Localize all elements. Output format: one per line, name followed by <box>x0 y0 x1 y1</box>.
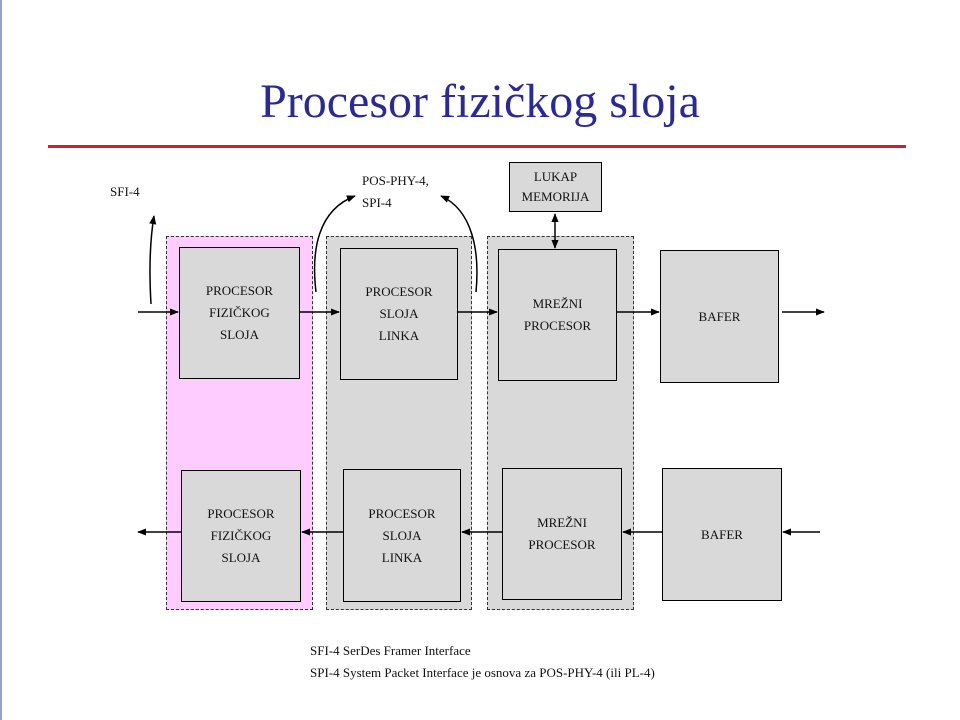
block-line: PROCESOR <box>205 283 274 298</box>
block-network-processor-bottom: MREŽNI PROCESOR <box>502 468 622 600</box>
block-line: PROCESOR <box>523 318 592 333</box>
block-network-processor-top: MREŽNI PROCESOR <box>498 249 617 381</box>
block-line: PROCESOR <box>365 284 433 299</box>
block-line: BAFER <box>701 526 743 542</box>
block-line: LUKAP <box>533 169 578 184</box>
block-line: PROCESOR <box>528 537 596 552</box>
arrow-sfi-4 <box>149 215 157 305</box>
footnote-spi: SPI-4 System Packet Interface je osnova … <box>310 665 655 680</box>
block-line: SLOJA <box>379 306 419 321</box>
block-link-processor-bottom: PROCESOR SLOJA LINKA <box>343 469 461 602</box>
block-phy-processor-bottom: PROCESOR FIZIČKOG SLOJA <box>181 470 301 602</box>
slide-title: Procesor fizičkog sloja <box>260 75 700 128</box>
block-line: LINKA <box>381 549 423 565</box>
label-pos-phy-spi: POS-PHY-4, SPI-4 <box>362 170 429 214</box>
label-line: SPI-4 <box>362 195 392 210</box>
block-buffer-top: BAFER <box>660 250 779 383</box>
block-line: SLOJA <box>219 327 259 342</box>
block-line: SLOJA <box>382 527 422 543</box>
block-line: FIZIČKOG <box>209 305 270 320</box>
block-line: PROCESOR <box>207 506 275 521</box>
block-link-processor-top: PROCESOR SLOJA LINKA <box>340 248 458 380</box>
block-line: MREŽNI <box>532 296 583 311</box>
block-line: SLOJA <box>221 550 261 565</box>
block-line: PROCESOR <box>368 505 436 521</box>
block-phy-processor-top: PROCESOR FIZIČKOG SLOJA <box>179 247 300 379</box>
block-line: LINKA <box>378 328 420 343</box>
block-line: MEMORIJA <box>521 189 590 204</box>
block-buffer-bottom: BAFER <box>662 468 782 601</box>
block-line: FIZIČKOG <box>210 528 272 543</box>
label-line: POS-PHY-4, <box>362 173 429 188</box>
block-line: MREŽNI <box>537 515 587 530</box>
footnotes: SFI-4 SerDes Framer Interface SPI-4 Syst… <box>310 640 655 684</box>
label-sfi-4: SFI-4 <box>110 184 140 199</box>
title-underline <box>48 145 906 148</box>
footnote-sfi: SFI-4 SerDes Framer Interface <box>310 643 471 658</box>
block-lookup-memory: LUKAP MEMORIJA <box>509 162 602 212</box>
slide-left-rule <box>0 0 2 720</box>
block-line: BAFER <box>698 308 741 324</box>
